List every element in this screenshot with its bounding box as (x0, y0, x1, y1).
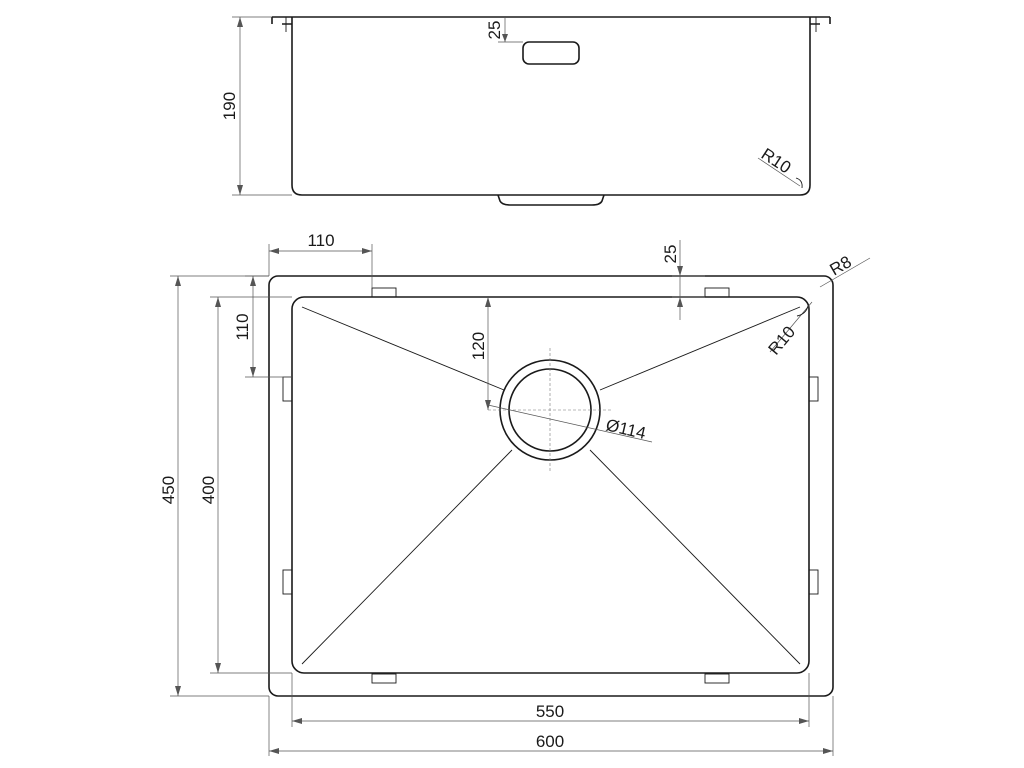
dim-line-190 (232, 16, 292, 196)
arrow-side-25 (502, 34, 508, 42)
dim-label-side-radius: R10 (758, 144, 795, 177)
slope-top-left (301, 306, 505, 391)
drain-diameter-leader (487, 404, 653, 443)
plan-view: Ø114 120 110 25 R8 R10 110 450 (159, 231, 871, 756)
arrow-top-25-a (677, 266, 683, 276)
dim-label-left-offset: 110 (233, 313, 252, 340)
mounting-clips (282, 287, 819, 684)
clip-right-bottom (808, 569, 819, 595)
arrow-190-bottom (237, 185, 243, 195)
side-view-inner-wall (285, 17, 817, 32)
arrow-top-25-b (677, 297, 683, 307)
slope-top-right (599, 306, 801, 391)
arrow-top-110-left (269, 248, 279, 254)
dim-label-side-top-offset: 25 (485, 21, 504, 40)
arrow-550-right (799, 718, 809, 724)
dim-line-450 (170, 275, 269, 697)
dim-line-600 (268, 696, 834, 756)
side-view: 190 25 R10 (220, 16, 831, 206)
side-view-rim (271, 16, 831, 25)
arrow-600-right (823, 748, 833, 754)
slope-lines (301, 306, 801, 665)
arrow-450-top (175, 276, 181, 286)
arrow-left-110-top (250, 276, 256, 286)
dim-label-outer-width: 600 (536, 732, 564, 751)
dim-label-top-left-offset: 110 (307, 231, 334, 250)
overflow-slot (522, 41, 580, 65)
arrow-400-top (215, 297, 221, 307)
dim-line-550 (291, 673, 810, 727)
clip-left-top (282, 376, 293, 402)
arrow-left-110-bottom (250, 367, 256, 377)
arrow-450-bottom (175, 686, 181, 696)
leader-side-r10 (757, 157, 801, 187)
dim-label-side-height: 190 (220, 92, 239, 120)
inner-radius-arc (796, 305, 809, 317)
slope-bottom-left (301, 449, 513, 665)
arrow-120-bottom (485, 400, 491, 410)
arrow-190-top (237, 17, 243, 27)
side-view-drain (497, 194, 605, 206)
clip-bottom-right (704, 673, 730, 684)
slope-bottom-right (589, 449, 801, 665)
dim-label-inner-depth: 400 (199, 476, 218, 504)
side-radius-arc (795, 177, 803, 189)
clip-left-bottom (282, 569, 293, 595)
dim-line-top-110 (268, 244, 373, 288)
leader-r8 (819, 257, 871, 288)
clip-bottom-left (371, 673, 397, 684)
clip-right-top (808, 376, 819, 402)
dim-label-inner-width: 550 (536, 702, 564, 721)
dim-label-inner-radius: R10 (765, 322, 800, 358)
dim-label-drain-diameter: Ø114 (604, 415, 648, 443)
inner-basin (291, 296, 810, 674)
arrow-400-bottom (215, 663, 221, 673)
arrow-120-top (485, 297, 491, 307)
dim-label-outer-depth: 450 (159, 476, 178, 504)
arrow-600-left (269, 748, 279, 754)
leader-inner-r10 (769, 301, 813, 353)
dim-label-top-right-offset: 25 (661, 245, 680, 264)
dim-label-outer-radius: R8 (827, 252, 855, 279)
outer-flange (268, 275, 834, 697)
arrow-top-110-right (362, 248, 372, 254)
dim-label-drain-offset: 120 (469, 332, 488, 360)
side-view-basin (291, 17, 811, 196)
clip-top-right (704, 287, 730, 298)
arrow-550-left (292, 718, 302, 724)
dim-line-400 (210, 296, 292, 674)
clip-top-left (371, 287, 397, 298)
